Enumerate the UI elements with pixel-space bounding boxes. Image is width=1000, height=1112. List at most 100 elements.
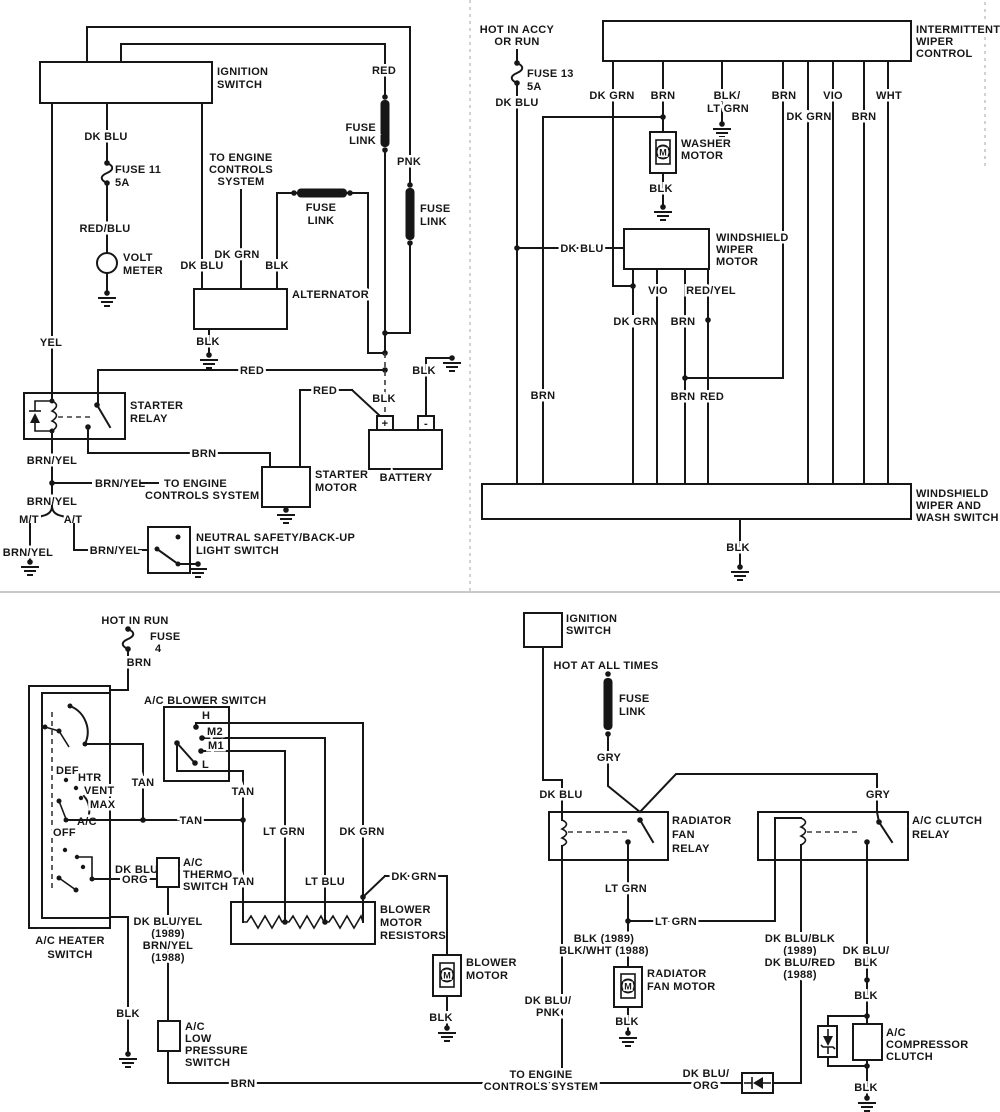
svg-text:COMPRESSOR: COMPRESSOR: [886, 1039, 968, 1051]
ground-icon: [731, 563, 749, 581]
fuse-icon: [100, 159, 114, 187]
label-dk-blu: DK BLU: [539, 789, 582, 801]
svg-text:RELAY: RELAY: [130, 413, 168, 425]
svg-text:THERMO: THERMO: [183, 869, 233, 881]
label-dk-blu-blk: DK BLU/: [843, 945, 890, 957]
label-vio: VIO: [648, 285, 668, 297]
intermittent-label: INTERMITTENT: [916, 24, 1000, 36]
label-brn: BRN: [671, 391, 696, 403]
svg-text:RESISTORS: RESISTORS: [380, 930, 446, 942]
diode-icon: [29, 400, 52, 432]
label-fuse13: FUSE 13: [527, 68, 574, 80]
svg-text:MOTOR: MOTOR: [716, 256, 758, 268]
ground-icon: [619, 1029, 637, 1047]
svg-text:PNK: PNK: [536, 1007, 560, 1019]
volt-meter-icon: [96, 252, 118, 274]
starter-motor-box: [261, 466, 311, 508]
label-lt-blu: LT BLU: [305, 876, 345, 888]
label-dk-blu: DK BLU: [115, 864, 158, 876]
washer-motor-label: WASHER: [681, 138, 731, 150]
fan-clutch-circuit: IGNITION SWITCH DK BLU HOT AT ALL TIMES …: [481, 611, 984, 1112]
wash-switch-box: [481, 483, 912, 520]
svg-text:(1989): (1989): [151, 928, 185, 940]
label-dk-blu: DK BLU: [180, 260, 223, 272]
ac-thermo-switch-box: [156, 857, 180, 888]
svg-text:CONTROLS SYSTEM: CONTROLS SYSTEM: [484, 1081, 599, 1093]
label-brn: BRN: [127, 657, 152, 669]
motor-m: M: [659, 148, 667, 158]
starter-motor-label: STARTER: [315, 469, 368, 481]
pos-l: L: [202, 759, 209, 771]
svg-text:MOTOR: MOTOR: [466, 970, 508, 982]
label-blk: BLK: [726, 542, 750, 554]
label-tan: TAN: [232, 876, 255, 888]
ac-low-pressure-switch-box: [157, 1020, 181, 1052]
ground-icon: [438, 1024, 456, 1042]
label-blk: BLK: [116, 1008, 140, 1020]
label-lt-grn: LT GRN: [605, 883, 647, 895]
svg-text:MOTOR: MOTOR: [315, 482, 357, 494]
pos-h: H: [202, 710, 210, 722]
svg-text:LIGHT SWITCH: LIGHT SWITCH: [196, 545, 279, 557]
section-dividers: [0, 0, 1000, 593]
label-red: RED: [372, 65, 396, 77]
svg-text:METER: METER: [123, 265, 163, 277]
label-dk-blu: DK BLU: [84, 131, 127, 143]
label-dk-grn: DK GRN: [391, 871, 436, 883]
ac-clutch-relay-box: [757, 811, 909, 861]
pos-m2: M2: [207, 726, 223, 738]
pos-htr: HTR: [78, 772, 102, 784]
resistors-label: BLOWER: [380, 904, 431, 916]
svg-text:OR RUN: OR RUN: [494, 36, 539, 48]
compressor-label: A/C: [886, 1027, 906, 1039]
ac-blower-switch-box: [163, 706, 230, 782]
svg-text:SWITCH: SWITCH: [566, 625, 611, 637]
heater-switch-label: A/C HEATER: [35, 935, 104, 947]
motor-m: M: [443, 971, 451, 981]
ignition-starter-circuit: IGNITION SWITCH RED FUSE LINK PNK FUSE L…: [0, 26, 461, 578]
fuse-link-icon: [603, 671, 613, 737]
label-dk-blu-red: DK BLU/RED: [765, 957, 836, 969]
battery-minus: -: [424, 418, 428, 430]
svg-text:FUSE: FUSE: [619, 693, 650, 705]
label-blk-lt-grn: BLK/: [714, 90, 741, 102]
svg-text:CONTROLS SYSTEM: CONTROLS SYSTEM: [145, 490, 260, 502]
svg-text:ORG: ORG: [693, 1080, 719, 1092]
label-red: RED: [313, 385, 337, 397]
wiper-circuit: HOT IN ACCY OR RUN FUSE 13 5A DK BLU INT…: [477, 20, 1000, 581]
fuse-icon: [121, 625, 135, 653]
svg-text:LINK: LINK: [619, 706, 646, 718]
label-dk-blu-org: DK BLU/: [683, 1068, 730, 1080]
label-red-blu: RED/BLU: [80, 223, 131, 235]
heater-switch-contacts: [42, 703, 95, 893]
pos-off: OFF: [53, 827, 76, 839]
label-lt-grn: LT GRN: [655, 916, 697, 928]
label-blk: BLK: [196, 336, 220, 348]
label-at: A/T: [64, 514, 83, 526]
svg-text:CONTROLS: CONTROLS: [209, 164, 273, 176]
label-dk-grn: DK GRN: [786, 111, 831, 123]
fuse-link-icon: [380, 94, 390, 153]
feed-label: HOT IN ACCY: [480, 24, 555, 36]
svg-text:WASH SWITCH: WASH SWITCH: [916, 512, 999, 524]
pos-max: MAX: [90, 799, 116, 811]
diode-icon: [744, 1077, 771, 1089]
svg-text:RELAY: RELAY: [912, 829, 950, 841]
starter-relay-label: STARTER: [130, 400, 183, 412]
resistor-icon: [243, 914, 364, 930]
pos-ac: A/C: [77, 816, 97, 828]
svg-text:4: 4: [155, 643, 162, 655]
svg-text:MOTOR: MOTOR: [681, 150, 723, 162]
label-mt: M/T: [19, 514, 39, 526]
ignition-switch-label: IGNITION: [217, 66, 268, 78]
label-to-engine: TO ENGINE: [209, 152, 272, 164]
svg-text:LINK: LINK: [308, 215, 335, 227]
label-brn: BRN: [671, 316, 696, 328]
feed-label: HOT AT ALL TIMES: [553, 660, 658, 672]
fuse-icon: [510, 59, 524, 87]
fuse-link-icon: [291, 188, 353, 198]
svg-text:CLUTCH: CLUTCH: [886, 1051, 933, 1063]
svg-text:SWITCH: SWITCH: [185, 1057, 230, 1069]
